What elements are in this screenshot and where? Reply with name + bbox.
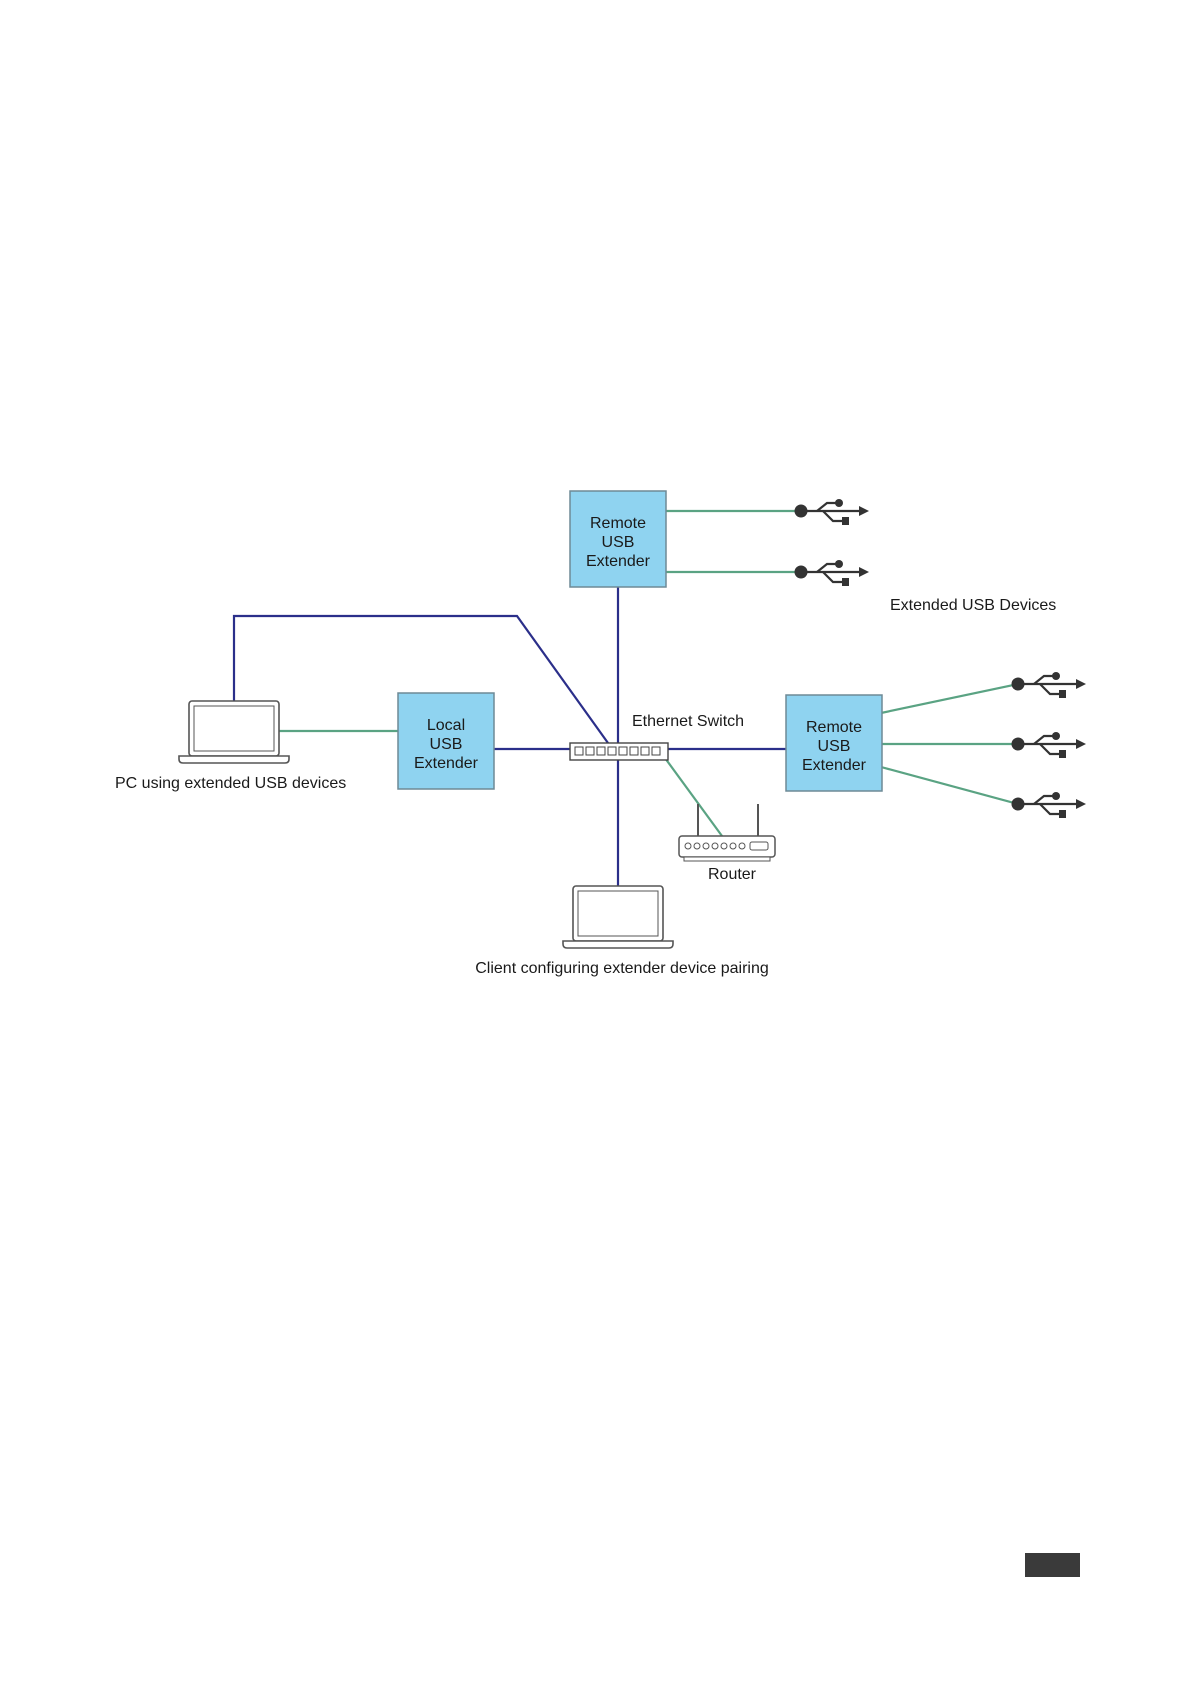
usb-link-router [665,758,722,836]
usb-icon [795,560,870,586]
client-caption: Client configuring extender device pairi… [475,960,769,977]
remote-top-label-line-2: USB [602,534,635,551]
usb-devices-caption: Extended USB Devices [890,597,1056,614]
ethernet-switch-icon [570,743,668,760]
usb-link-right-1 [881,684,1018,713]
usb-icon [1012,732,1087,758]
remote-usb-extender-top: Remote USB Extender [570,491,666,587]
remote-usb-extender-right: Remote USB Extender [786,695,882,791]
router-icon [679,804,775,861]
remote-right-label-line-2: USB [818,738,851,755]
usb-icon [1012,792,1087,818]
remote-top-label-line-1: Remote [590,515,646,532]
pc-caption: PC using extended USB devices [115,775,346,792]
usb-icon [1012,672,1087,698]
switch-caption: Ethernet Switch [632,713,744,730]
remote-top-label-line-3: Extender [586,553,651,570]
router-caption: Router [708,866,757,883]
local-label-line-2: USB [430,736,463,753]
local-label-line-1: Local [427,717,465,734]
local-usb-extender: Local USB Extender [398,693,494,789]
client-laptop-icon [563,886,673,948]
remote-right-label-line-1: Remote [806,719,862,736]
usb-link-right-3 [881,767,1018,804]
remote-right-label-line-3: Extender [802,757,867,774]
usb-icon [795,499,870,525]
pc-laptop-icon [179,701,289,763]
page-number-tab [1025,1553,1080,1577]
local-label-line-3: Extender [414,755,479,772]
